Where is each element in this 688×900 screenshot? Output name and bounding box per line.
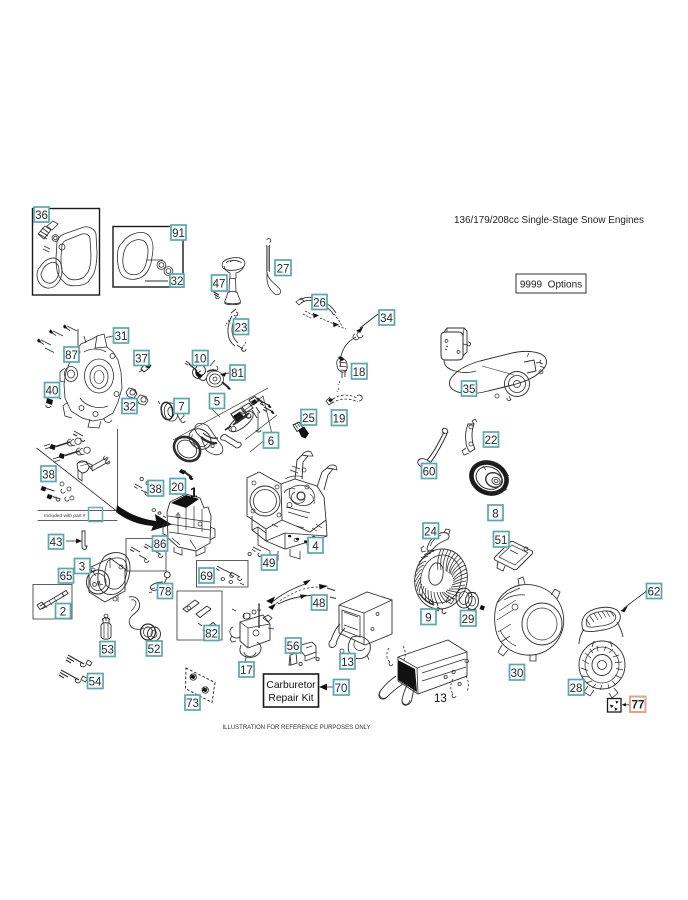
svg-text:OIL: OIL <box>91 580 103 589</box>
svg-text:34: 34 <box>380 313 393 325</box>
svg-text:56: 56 <box>287 641 300 653</box>
svg-text:18: 18 <box>353 367 366 379</box>
svg-text:78: 78 <box>159 587 172 599</box>
svg-text:47: 47 <box>213 279 226 291</box>
svg-text:22: 22 <box>485 435 498 447</box>
svg-text:87: 87 <box>65 350 78 362</box>
svg-text:35: 35 <box>463 384 476 396</box>
svg-text:40: 40 <box>46 386 59 398</box>
svg-text:48: 48 <box>313 598 326 610</box>
svg-text:52: 52 <box>148 644 161 656</box>
svg-text:19: 19 <box>333 414 346 426</box>
svg-text:30: 30 <box>511 668 524 680</box>
svg-text:ILLUSTRATION FOR REFERENCE PUR: ILLUSTRATION FOR REFERENCE PURPOSES ONLY <box>223 725 371 731</box>
svg-text:51: 51 <box>495 535 508 547</box>
svg-text:8: 8 <box>492 509 498 521</box>
svg-text:60: 60 <box>423 467 436 479</box>
svg-text:86: 86 <box>154 539 167 551</box>
svg-text:136/179/208cc Single-Stage Sno: 136/179/208cc Single-Stage Snow Engines <box>454 215 644 226</box>
svg-text:62: 62 <box>648 587 661 599</box>
svg-text:13: 13 <box>434 693 447 705</box>
svg-text:37: 37 <box>135 354 148 366</box>
svg-text:70: 70 <box>335 683 348 695</box>
svg-text:73: 73 <box>186 698 199 710</box>
svg-text:17: 17 <box>240 665 253 677</box>
svg-text:6: 6 <box>268 436 274 448</box>
svg-text:4: 4 <box>312 541 319 553</box>
svg-text:23: 23 <box>235 323 248 335</box>
svg-text:65: 65 <box>60 571 73 583</box>
svg-text:77: 77 <box>632 700 645 712</box>
svg-text:13: 13 <box>341 657 354 669</box>
svg-text:2: 2 <box>60 607 66 619</box>
svg-text:1: 1 <box>190 485 198 500</box>
svg-text:5: 5 <box>214 397 220 409</box>
svg-text:69: 69 <box>200 571 213 583</box>
svg-text:9: 9 <box>425 613 431 625</box>
svg-text:82: 82 <box>205 629 218 641</box>
svg-text:Carburetor: Carburetor <box>266 680 316 691</box>
svg-text:29: 29 <box>462 614 475 626</box>
svg-text:31: 31 <box>115 331 128 343</box>
svg-text:91: 91 <box>172 228 185 240</box>
svg-text:20: 20 <box>171 482 184 494</box>
svg-text:38: 38 <box>149 484 162 496</box>
svg-text:49: 49 <box>263 558 276 570</box>
svg-text:53: 53 <box>101 645 114 657</box>
svg-text:36: 36 <box>35 210 48 222</box>
svg-text:25: 25 <box>302 413 315 425</box>
svg-text:9999 Options: 9999 Options <box>520 280 582 291</box>
svg-text:7: 7 <box>178 402 184 414</box>
svg-text:32: 32 <box>171 276 184 288</box>
svg-text:27: 27 <box>277 264 290 276</box>
svg-text:26: 26 <box>313 298 326 310</box>
svg-text:54: 54 <box>89 677 102 689</box>
svg-text:81: 81 <box>231 368 244 380</box>
svg-text:28: 28 <box>570 683 583 695</box>
svg-text:43: 43 <box>50 537 63 549</box>
svg-text:10: 10 <box>194 354 207 366</box>
svg-text:Repair Kit: Repair Kit <box>268 693 313 704</box>
svg-text:32: 32 <box>123 402 136 414</box>
svg-text:24: 24 <box>424 527 437 539</box>
svg-text:Included with part #: Included with part # <box>44 513 86 519</box>
svg-text:38: 38 <box>42 470 55 482</box>
svg-text:3: 3 <box>79 562 85 574</box>
